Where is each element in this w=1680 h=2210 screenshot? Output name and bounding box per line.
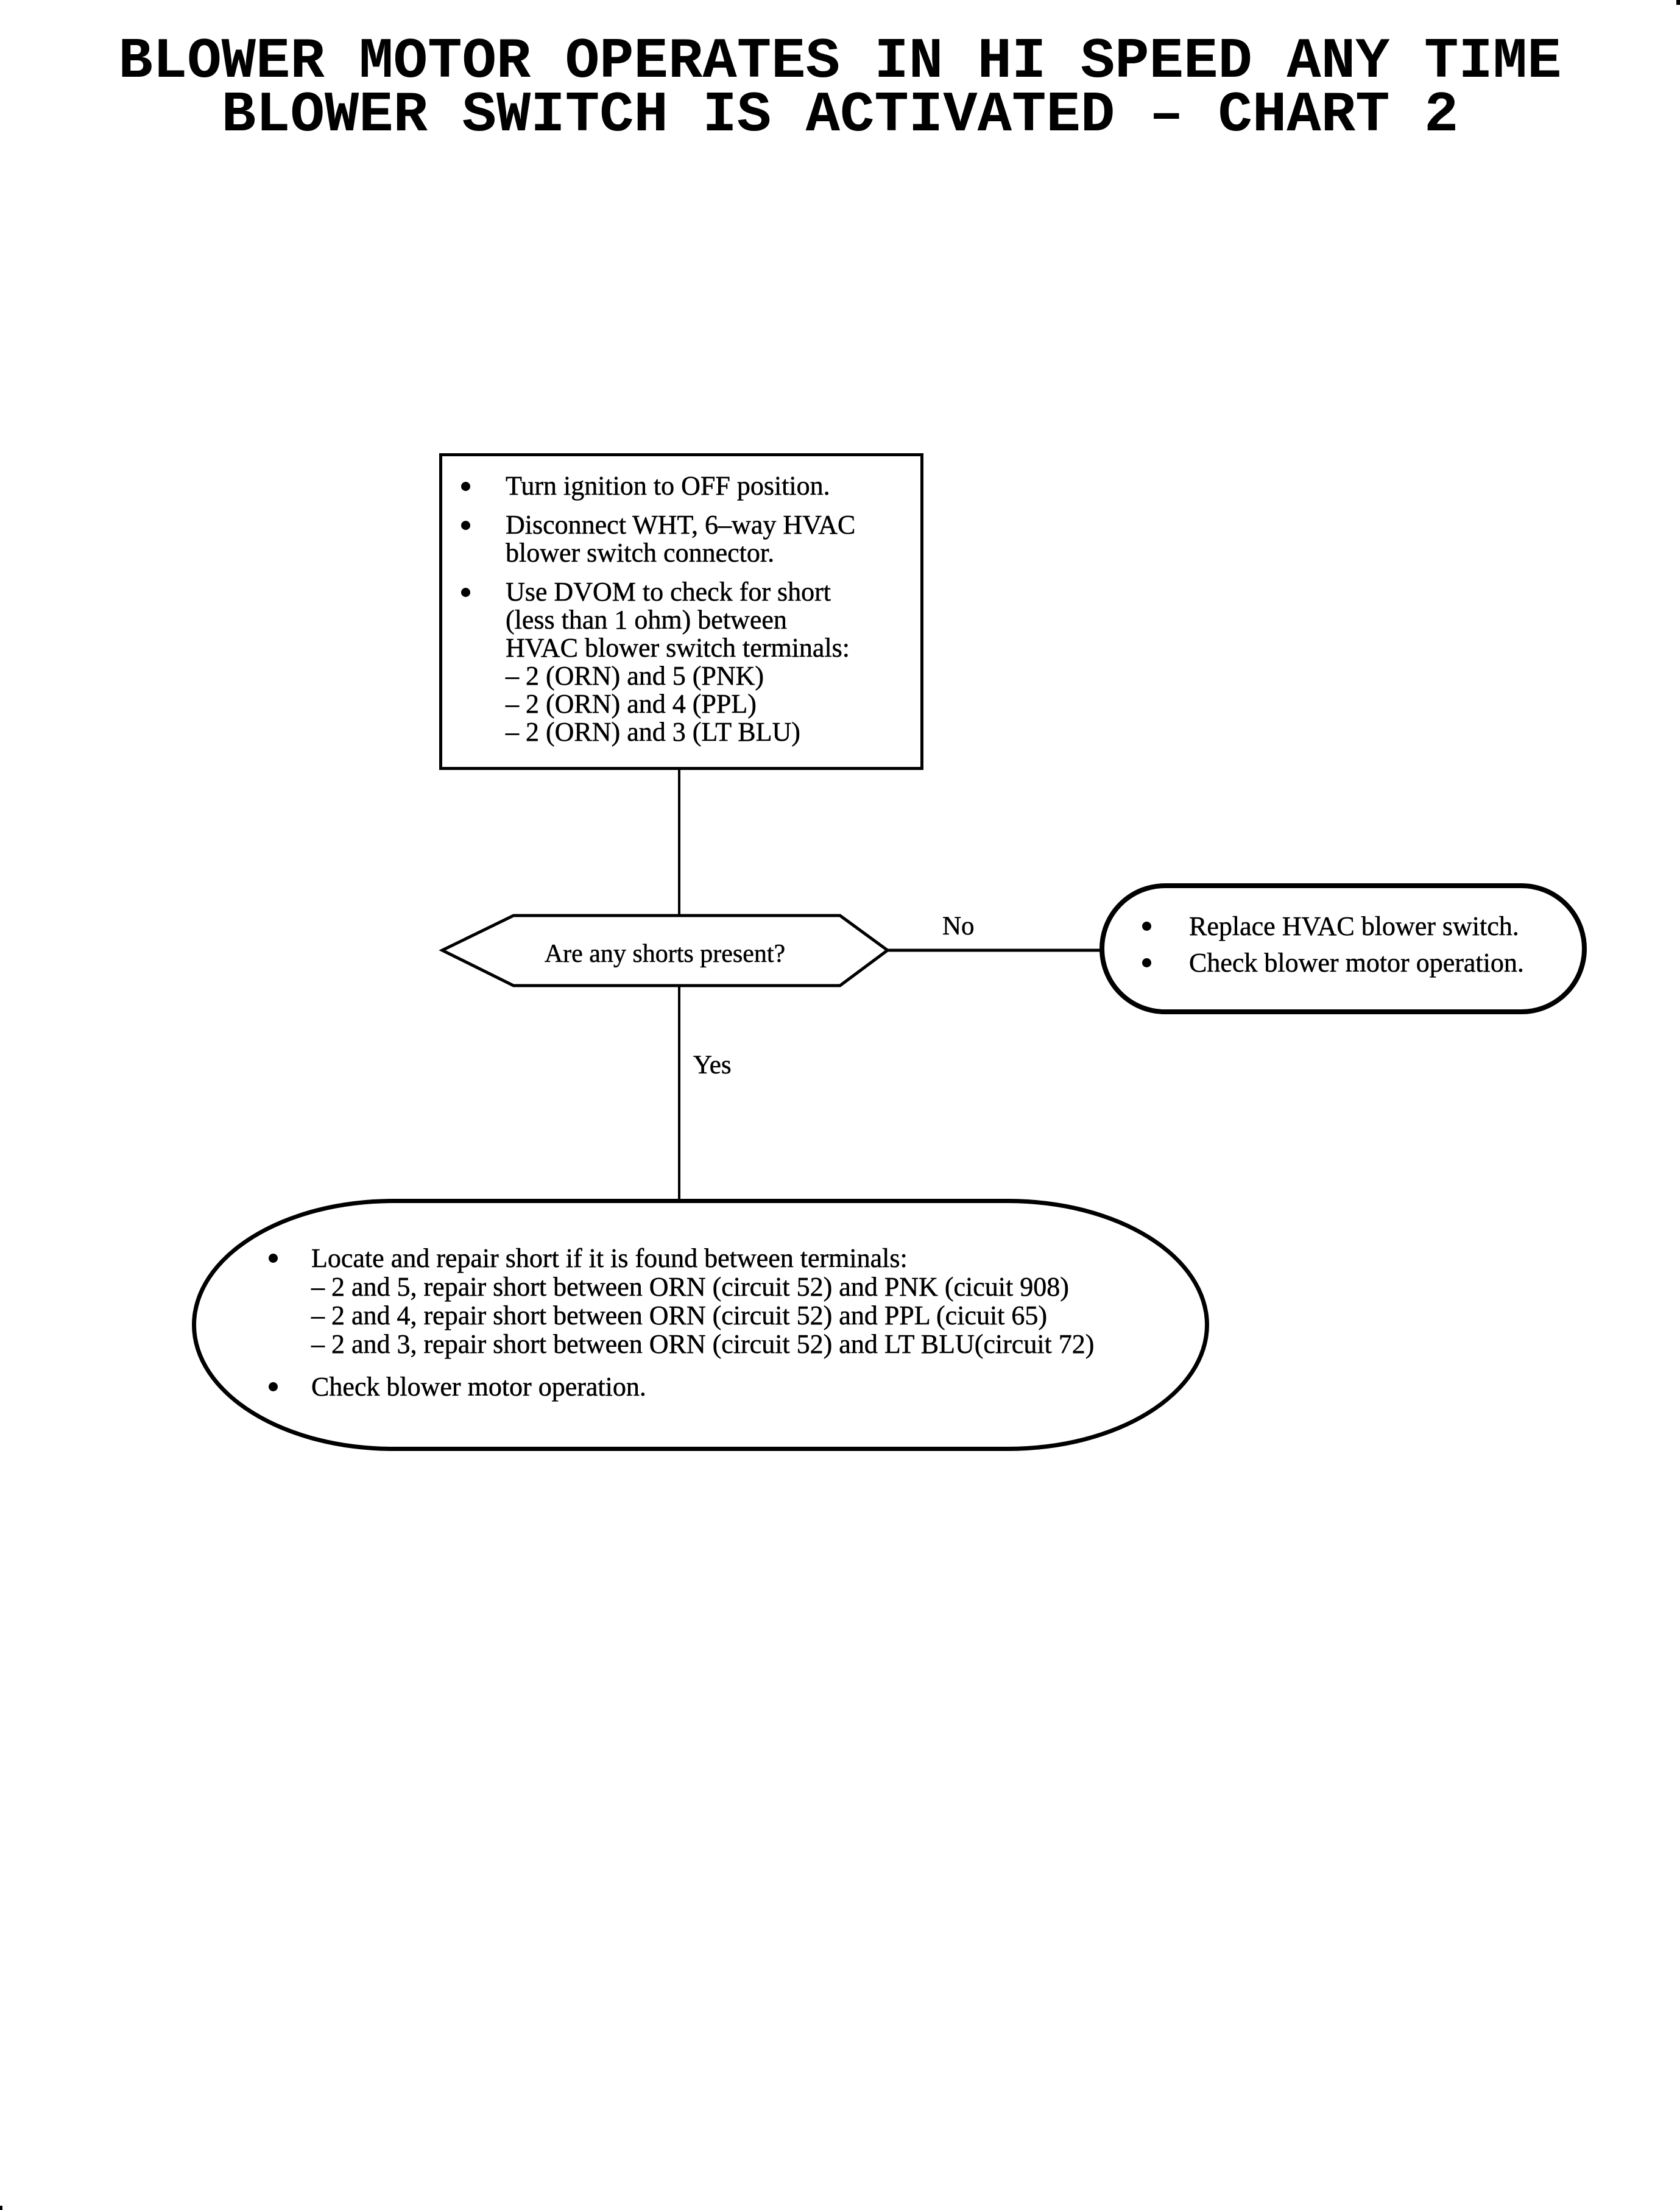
step-line: HVAC blower switch terminals: [506,633,850,663]
step-line: (less than 1 ohm) between [506,605,787,635]
scan-speck [0,2206,2,2210]
step-line: Disconnect WHT, 6–way HVAC [506,510,856,540]
step-subline: – 2 (ORN) and 3 (LT BLU) [506,717,800,747]
page-title: BLOWER MOTOR OPERATES IN HI SPEED ANY TI… [0,30,1680,148]
step-item: Turn ignition to OFF position. [442,471,920,501]
bullet-icon [1142,958,1151,967]
action-item: Check blower motor operation. [1104,947,1582,978]
step-box: Turn ignition to OFF position. Disconnec… [439,453,923,770]
page-title-line1: BLOWER MOTOR OPERATES IN HI SPEED ANY TI… [118,30,1562,94]
decision-question: Are any shorts present? [544,939,786,968]
step-item: Disconnect WHT, 6–way HVAC blower switch… [442,510,920,568]
step-line: Use DVOM to check for short [506,577,831,607]
bullet-icon [461,482,470,491]
action-item: Locate and repair short if it is found b… [196,1244,1205,1358]
action-subline: – 2 and 4, repair short between ORN (cir… [311,1301,1048,1330]
step-subline: – 2 (ORN) and 4 (PPL) [506,689,757,719]
bullet-icon [269,1382,278,1391]
action-subline: – 2 and 5, repair short between ORN (cir… [311,1272,1069,1302]
step-subline: – 2 (ORN) and 5 (PNK) [506,661,764,691]
action-line: Locate and repair short if it is found b… [311,1243,908,1273]
page-title-line2: BLOWER SWITCH IS ACTIVATED – CHART 2 [221,83,1459,148]
action-item: Replace HVAC blower switch. [1104,911,1582,941]
action-line: Check blower motor operation. [1189,947,1524,978]
yes-branch-label: Yes [693,1051,732,1079]
decision-hexagon [439,914,891,987]
no-branch-label: No [942,912,975,941]
bullet-icon [1142,921,1151,931]
action-line: Check blower motor operation. [311,1372,646,1402]
bullet-icon [461,521,470,530]
step-line: blower switch connector. [506,538,775,568]
step-item: Use DVOM to check for short (less than 1… [442,577,920,747]
bullet-icon [461,588,470,597]
step-line: Turn ignition to OFF position. [506,471,830,501]
bullet-icon [269,1254,278,1263]
action-line: Replace HVAC blower switch. [1189,911,1519,941]
yes-action-oval: Locate and repair short if it is found b… [192,1199,1209,1451]
no-action-pill: Replace HVAC blower switch. Check blower… [1099,883,1587,1014]
action-subline: – 2 and 3, repair short between ORN (cir… [311,1329,1095,1359]
scan-speck [1676,0,1680,5]
action-item: Check blower motor operation. [196,1372,1205,1401]
